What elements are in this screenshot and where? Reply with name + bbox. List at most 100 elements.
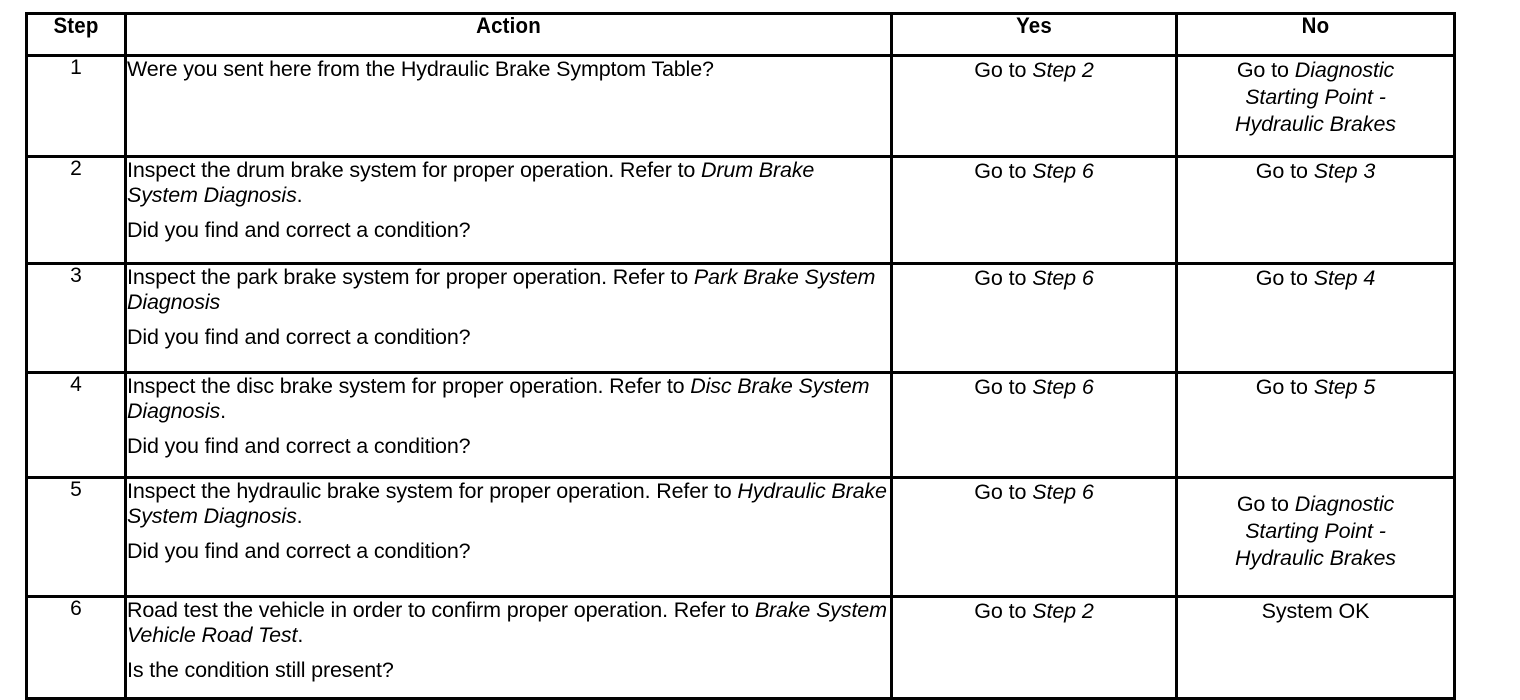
no-target: Step 3 [1313, 159, 1376, 183]
column-header-step: Step [25, 12, 127, 57]
action-instruction-reference: Park Brake System Diagnosis [127, 265, 876, 314]
action-instruction: Were you sent here from the Hydraulic Br… [127, 57, 890, 82]
no-answer: Go to Step 4 [1178, 265, 1453, 292]
action-cell: Inspect the drum brake system for proper… [124, 155, 893, 265]
step-number: 5 [25, 476, 127, 598]
no-answer: Go to Step 3 [1178, 158, 1453, 185]
column-header-no: No [1175, 12, 1456, 57]
action-instruction-plain: Inspect the disc brake system for proper… [127, 374, 691, 398]
no-target-line-3: Hydraulic Brakes [1235, 112, 1396, 136]
action-instruction: Road test the vehicle in order to confir… [127, 598, 890, 648]
column-header-no-label: No [1301, 13, 1330, 38]
no-cell: System OK [1175, 595, 1456, 700]
yes-cell: Go to Step 6 [890, 155, 1178, 265]
action-instruction: Inspect the park brake system for proper… [127, 265, 890, 315]
action-instruction-tail: . [297, 623, 304, 647]
column-header-yes-label: Yes [1016, 13, 1052, 38]
action-instruction-plain: Inspect the park brake system for proper… [127, 265, 694, 289]
action-instruction-reference: Brake System Vehicle Road Test [127, 598, 887, 647]
diagnostic-table: Step Action Yes No 1 Were you sent here … [25, 12, 1456, 700]
no-answer: Go to Diagnostic Starting Point - Hydrau… [1178, 491, 1453, 572]
no-prefix: System OK [1261, 599, 1370, 623]
no-target-line-2: Starting Point - [1245, 519, 1386, 543]
action-instruction-plain: Were you sent here from the Hydraulic Br… [127, 57, 714, 81]
no-prefix: Go to [1255, 375, 1314, 399]
yes-prefix: Go to [974, 266, 1033, 290]
no-prefix: Go to [1236, 492, 1295, 516]
action-instruction-reference: Disc Brake System Diagnosis [127, 374, 870, 423]
column-header-yes: Yes [890, 12, 1178, 57]
table-row: 3 Inspect the park brake system for prop… [25, 262, 1456, 374]
column-header-action-label: Action [476, 13, 541, 38]
action-question: Did you find and correct a condition? [127, 539, 471, 563]
table-row: 4 Inspect the disc brake system for prop… [25, 371, 1456, 479]
yes-target: Step 6 [1032, 266, 1094, 290]
action-question: Did you find and correct a condition? [127, 218, 471, 242]
yes-answer: Go to Step 2 [893, 57, 1175, 84]
yes-answer: Go to Step 6 [893, 265, 1175, 292]
no-answer: Go to Diagnostic Starting Point - Hydrau… [1178, 57, 1453, 138]
action-instruction-plain: Inspect the hydraulic brake system for p… [127, 479, 738, 503]
no-cell: Go to Diagnostic Starting Point - Hydrau… [1175, 476, 1456, 598]
yes-cell: Go to Step 6 [890, 262, 1178, 374]
action-cell: Inspect the park brake system for proper… [124, 262, 893, 374]
yes-prefix: Go to [974, 480, 1033, 504]
yes-target: Step 6 [1032, 480, 1094, 504]
no-cell: Go to Step 5 [1175, 371, 1456, 479]
no-target: Step 4 [1313, 266, 1376, 290]
no-target-line-2: Starting Point - [1245, 85, 1386, 109]
yes-cell: Go to Step 6 [890, 371, 1178, 479]
yes-cell: Go to Step 6 [890, 476, 1178, 598]
action-instruction: Inspect the hydraulic brake system for p… [127, 479, 890, 529]
yes-answer: Go to Step 2 [893, 598, 1175, 625]
action-question: Did you find and correct a condition? [127, 434, 471, 458]
table-row: 1 Were you sent here from the Hydraulic … [25, 54, 1456, 158]
no-cell: Go to Step 4 [1175, 262, 1456, 374]
action-instruction-reference: Hydraulic Brake System Diagnosis [127, 479, 887, 528]
no-prefix: Go to [1255, 266, 1314, 290]
action-instruction-tail: . [220, 399, 226, 423]
action-instruction-tail: . [296, 183, 303, 207]
no-answer: Go to Step 5 [1178, 374, 1453, 401]
table-body: 1 Were you sent here from the Hydraulic … [25, 54, 1456, 700]
no-prefix: Go to [1236, 58, 1295, 82]
action-instruction-reference: Drum Brake System Diagnosis [127, 158, 815, 207]
action-instruction-plain: Inspect the drum brake system for proper… [127, 158, 702, 182]
no-cell: Go to Diagnostic Starting Point - Hydrau… [1175, 54, 1456, 158]
step-number: 2 [25, 155, 127, 265]
column-header-step-label: Step [53, 13, 99, 38]
yes-answer: Go to Step 6 [893, 374, 1175, 401]
step-number: 6 [25, 595, 127, 700]
no-cell: Go to Step 3 [1175, 155, 1456, 265]
table-header: Step Action Yes No [25, 12, 1456, 57]
yes-target: Step 6 [1032, 159, 1094, 183]
yes-cell: Go to Step 2 [890, 595, 1178, 700]
action-instruction-plain: Road test the vehicle in order to confir… [127, 598, 755, 622]
no-prefix: Go to [1255, 159, 1314, 183]
action-cell: Were you sent here from the Hydraulic Br… [124, 54, 893, 158]
no-answer: System OK [1178, 598, 1453, 625]
action-cell: Inspect the disc brake system for proper… [124, 371, 893, 479]
yes-target: Step 6 [1032, 375, 1094, 399]
column-header-action: Action [124, 12, 893, 57]
action-question: Is the condition still present? [127, 658, 394, 682]
action-instruction-tail: . [296, 504, 303, 528]
action-cell: Inspect the hydraulic brake system for p… [124, 476, 893, 598]
action-cell: Road test the vehicle in order to confir… [124, 595, 893, 700]
table-row: 2 Inspect the drum brake system for prop… [25, 155, 1456, 265]
step-number: 4 [25, 371, 127, 479]
action-instruction: Inspect the disc brake system for proper… [127, 374, 890, 424]
yes-answer: Go to Step 6 [893, 158, 1175, 185]
action-instruction: Inspect the drum brake system for proper… [127, 158, 890, 208]
action-question: Did you find and correct a condition? [127, 325, 471, 349]
step-number: 1 [25, 54, 127, 158]
yes-prefix: Go to [974, 58, 1033, 82]
yes-target: Step 2 [1032, 599, 1094, 623]
yes-prefix: Go to [974, 599, 1033, 623]
yes-prefix: Go to [974, 159, 1033, 183]
no-target: Step 5 [1313, 375, 1376, 399]
yes-answer: Go to Step 6 [893, 479, 1175, 506]
step-number: 3 [25, 262, 127, 374]
no-target-line-1: Diagnostic [1294, 492, 1395, 516]
